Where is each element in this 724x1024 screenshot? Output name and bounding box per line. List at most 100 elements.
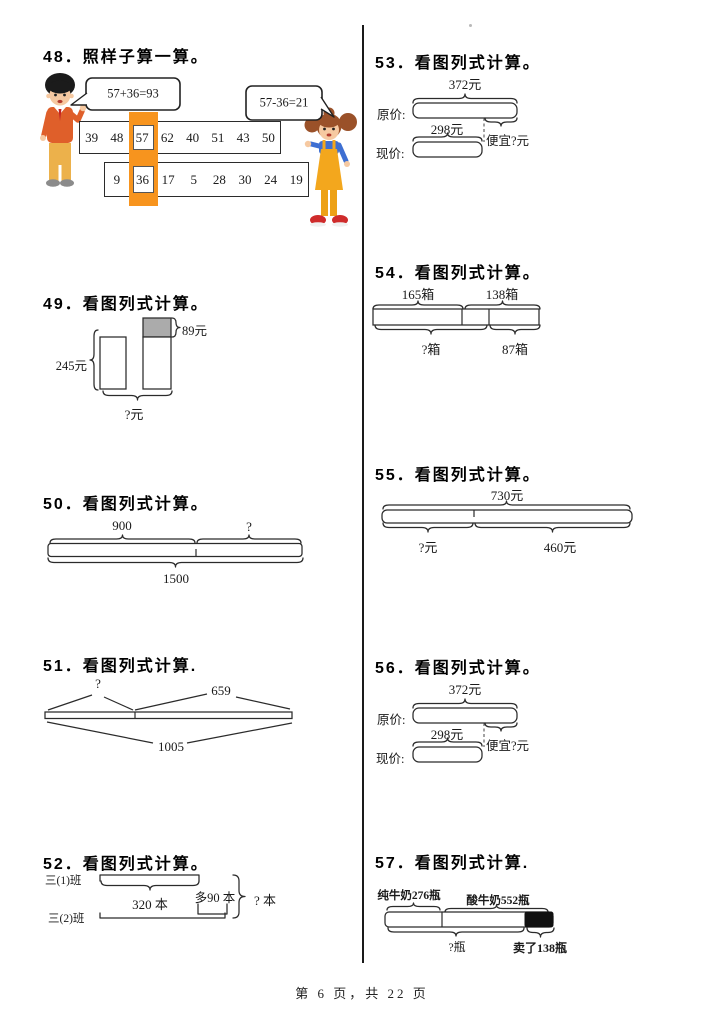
brace-87	[489, 324, 541, 335]
brace-372	[412, 93, 518, 104]
number-table-row2: 9 36 17 5 28 30 24 19	[104, 162, 309, 197]
brace-sold	[526, 927, 555, 938]
right-bar	[142, 336, 172, 390]
problem-50-title: 50．看图列式计算。	[43, 496, 209, 513]
segment-bar	[381, 509, 633, 524]
brace-question	[196, 534, 302, 544]
label-question: ?	[246, 519, 252, 534]
problem-54: 54．看图列式计算。 165箱 138箱 ?箱 87箱	[370, 255, 600, 365]
problem-49: 49．看图列式计算。 89元 245元 ?元	[30, 285, 230, 435]
page-footer: 第 6 页，共 22 页	[295, 986, 429, 1001]
label-1005: 1005	[158, 739, 184, 754]
class2-bar-bracket	[99, 912, 226, 919]
bubble-right-equation: 57-36=21	[259, 95, 309, 110]
problem-50-diagram	[47, 534, 304, 568]
right-bar-gray-part	[142, 317, 172, 338]
table-cell: 28	[212, 172, 226, 187]
label-class1: 三(1)班	[45, 875, 82, 887]
brace-165	[372, 300, 464, 310]
original-price-bar	[412, 102, 518, 119]
column-divider-rule	[362, 25, 364, 963]
page-artifact-dot	[469, 24, 472, 27]
label-730yuan: 730元	[490, 488, 524, 503]
problem-52: 52．看图列式计算。 三(1)班 320 本 多90 本 三(2)班 ? 本	[30, 848, 320, 940]
brace-900	[49, 534, 196, 544]
problem-57: 57．看图列式计算. 纯牛奶276瓶 酸牛奶552瓶 ?瓶 卖了138瓶	[370, 845, 600, 960]
brace-245	[89, 329, 99, 391]
label-138boxes: 138箱	[485, 287, 519, 302]
extra-segment-bracket	[197, 903, 228, 915]
label-original: 原价:	[377, 713, 406, 727]
problem-57-diagram	[384, 902, 555, 938]
problem-55: 55．看图列式计算。 730元 ?元 460元	[370, 455, 660, 560]
brace-cheaper	[484, 117, 518, 127]
label-total-question: ?元	[124, 407, 144, 422]
brace-89	[171, 317, 181, 338]
highlight-cell-36	[133, 166, 154, 193]
label-245yuan: 245元	[55, 359, 87, 373]
brace-milk2	[444, 904, 549, 913]
problem-55-title: 55．看图列式计算。	[375, 467, 541, 484]
label-current: 现价:	[376, 752, 405, 766]
label-372yuan: 372元	[448, 682, 482, 697]
brace-730	[382, 500, 631, 510]
label-cheaper-question: 便宜?元	[486, 739, 530, 753]
problem-52-title: 52．看图列式计算。	[43, 856, 209, 873]
label-question-boxes: ?箱	[421, 342, 441, 357]
label-question-yuan: ?元	[418, 540, 438, 555]
angular-brace-line	[186, 722, 293, 744]
label-original: 原价:	[377, 108, 406, 122]
problem-51: 51．看图列式计算. ? 659 1005	[30, 648, 320, 763]
label-total-question: ? 本	[254, 893, 277, 908]
bubble-left-equation: 57+36=93	[107, 86, 159, 101]
brace-question	[374, 324, 488, 335]
brace-1500	[47, 557, 304, 568]
brace-320	[100, 880, 200, 891]
table-cell: 50	[261, 130, 275, 145]
brace-298	[412, 132, 483, 142]
label-question: ?	[95, 676, 101, 691]
left-bar	[99, 336, 127, 390]
table-cell: 24	[264, 172, 278, 187]
problem-52-diagram	[99, 874, 246, 919]
table-cell: 43	[236, 130, 250, 145]
problem-50: 50．看图列式计算。 900 ? 1500	[30, 485, 320, 590]
boy-illustration	[40, 73, 87, 187]
label-372yuan: 372元	[448, 77, 482, 92]
table-cell: 62	[160, 130, 174, 145]
label-89yuan: 89元	[182, 324, 208, 338]
label-more-90: 多90 本	[194, 891, 236, 905]
segment-bar	[47, 542, 303, 558]
table-cell: 39	[85, 130, 99, 145]
segment-bar	[44, 711, 293, 720]
table-cell: 51	[211, 130, 225, 145]
label-1500: 1500	[163, 571, 189, 586]
table-cell: 36	[135, 172, 149, 187]
label-298yuan: 298元	[430, 727, 464, 742]
label-659: 659	[211, 683, 231, 698]
label-sold-138: 卖了138瓶	[512, 941, 568, 955]
brace-cheaper	[484, 722, 518, 732]
problem-51-diagram	[44, 693, 293, 744]
class1-bar-bracket	[99, 874, 200, 882]
angular-brace-line	[235, 696, 291, 710]
problem-53-diagram	[412, 93, 518, 158]
table-cell: 19	[289, 172, 303, 187]
label-yogurt: 酸牛奶552瓶	[466, 895, 530, 907]
problem-51-title: 51．看图列式计算.	[43, 658, 198, 675]
label-900: 900	[112, 518, 132, 533]
label-current: 现价:	[376, 147, 405, 161]
brace-milk1	[386, 902, 441, 911]
table-cell: 17	[161, 172, 175, 187]
label-320books: 320 本	[132, 897, 168, 912]
segment-bar	[372, 308, 540, 326]
girl-illustration	[304, 107, 357, 227]
brace-question	[382, 522, 474, 533]
sold-black-segment	[524, 911, 554, 928]
angular-brace-line	[134, 693, 208, 711]
problem-53-title: 53．看图列式计算。	[375, 55, 541, 72]
table-cell: 48	[110, 130, 124, 145]
current-price-bar	[412, 746, 483, 763]
brace-372	[412, 698, 518, 709]
